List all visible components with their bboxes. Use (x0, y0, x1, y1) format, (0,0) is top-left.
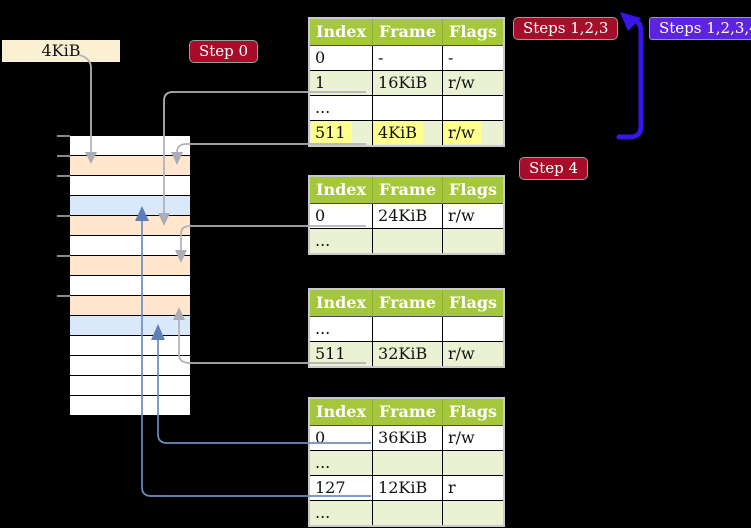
memory-frame-row-white (70, 136, 190, 156)
step0-badge: Step 0 (189, 40, 259, 63)
memory-frame-row-peach (70, 216, 190, 236)
table-cell: 0 (310, 426, 374, 451)
highlighted-value: r/w (444, 122, 481, 144)
column-header-frame: Frame (373, 177, 444, 204)
memory-frame-row-white (70, 356, 190, 376)
table-cell: 36KiB (373, 426, 444, 451)
table-cell (373, 501, 444, 525)
memory-address-tick (57, 135, 70, 137)
column-header-frame: Frame (373, 19, 444, 46)
table-row: ... (310, 317, 504, 342)
memory-address-tick (57, 155, 70, 157)
table-cell (373, 229, 444, 253)
memory-address-tick (57, 255, 70, 257)
memory-frame-row-peach (70, 256, 190, 276)
memory-frame-row-white (70, 176, 190, 196)
column-header-index: Index (310, 290, 374, 317)
column-header-flags: Flags (443, 399, 504, 426)
table-cell: ... (310, 501, 374, 525)
memory-frame-row-blue (70, 196, 190, 216)
table-cell (443, 451, 504, 476)
table-cell: r/w (443, 71, 504, 96)
table-cell: ... (310, 317, 374, 342)
column-header-index: Index (310, 399, 374, 426)
table-cell: 511 (310, 342, 374, 366)
memory-address-tick (57, 175, 70, 177)
table-cell: 4KiB (373, 121, 444, 145)
memory-frame-row-peach (70, 156, 190, 176)
table-cell: r/w (443, 342, 504, 366)
memory-address-tick (57, 215, 70, 217)
highlighted-value: 4KiB (374, 122, 424, 144)
table-cell: 32KiB (373, 342, 444, 366)
column-header-index: Index (310, 19, 374, 46)
memory-address-tick (57, 295, 70, 297)
column-header-frame: Frame (373, 399, 444, 426)
column-header-index: Index (310, 177, 374, 204)
table-cell (373, 451, 444, 476)
table-cell: ... (310, 451, 374, 476)
table-cell (443, 229, 504, 253)
table-cell: ... (310, 229, 374, 253)
memory-frame-row-peach (70, 296, 190, 316)
table-cell: ... (310, 96, 374, 121)
table-cell (373, 317, 444, 342)
table-cell: r/w (443, 121, 504, 145)
table-cell (443, 501, 504, 525)
table-cell: 12KiB (373, 476, 444, 501)
table-row: ... (310, 451, 504, 476)
column-header-flags: Flags (443, 177, 504, 204)
table-cell: 1 (310, 71, 374, 96)
table-cell (373, 96, 444, 121)
frame-size-label: 4KiB (2, 40, 120, 62)
table-cell: 16KiB (373, 71, 444, 96)
table-cell: 0 (310, 204, 374, 229)
table-cell (443, 96, 504, 121)
step4-badge: Step 4 (519, 157, 589, 180)
table-row: ... (310, 96, 504, 121)
table-row: ... (310, 229, 504, 253)
table-cell: 127 (310, 476, 374, 501)
arrow-recursive-loop-back-to-table (616, 12, 644, 140)
memory-frame-row-white (70, 336, 190, 356)
memory-frame-row-white (70, 376, 190, 396)
table-row: 0-- (310, 46, 504, 71)
column-header-flags: Flags (443, 290, 504, 317)
table-cell: 0 (310, 46, 374, 71)
table-cell: 511 (310, 121, 374, 145)
table-row: 511 4KiB r/w (310, 121, 504, 145)
highlighted-value: 511 (311, 122, 352, 144)
steps-123-badge: Steps 1,2,3 (513, 17, 619, 40)
table-cell: r/w (443, 204, 504, 229)
table-cell: - (373, 46, 444, 71)
memory-frame-row-white (70, 396, 190, 416)
arrow-l4-entry511-recursive-to-4kib-frame (171, 143, 366, 165)
table-cell: - (443, 46, 504, 71)
table-cell: r/w (443, 426, 504, 451)
table-cell: r (443, 476, 504, 501)
memory-frame-row-white (70, 276, 190, 296)
memory-frame-row-blue (70, 316, 190, 336)
table-cell: 24KiB (373, 204, 444, 229)
memory-frame-row-white (70, 236, 190, 256)
column-header-flags: Flags (443, 19, 504, 46)
physical-memory-column (70, 136, 190, 416)
steps-1234-badge: Steps 1,2,3,4 (649, 17, 751, 40)
column-header-frame: Frame (373, 290, 444, 317)
table-row: ... (310, 501, 504, 525)
table-cell (443, 317, 504, 342)
